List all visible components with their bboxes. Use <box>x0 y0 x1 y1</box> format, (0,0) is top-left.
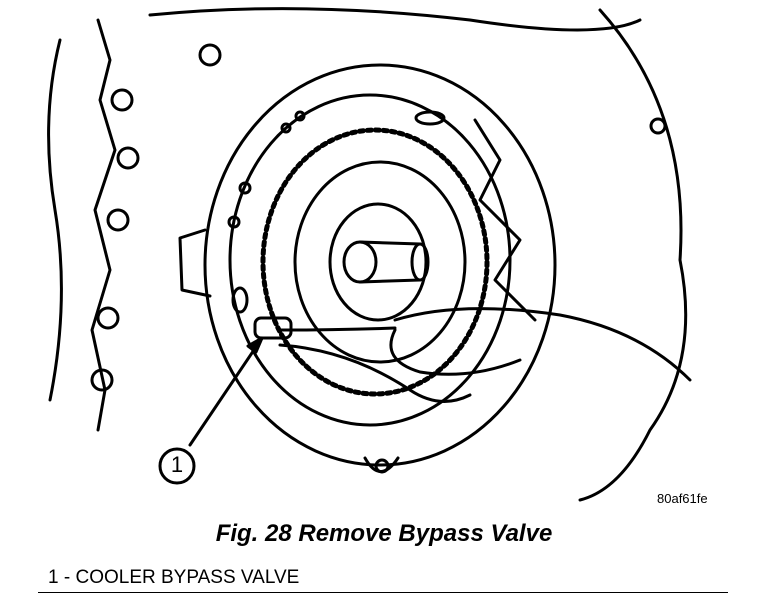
housing-flange-left-inner <box>47 38 63 402</box>
bolt-hole <box>106 208 130 232</box>
pump-body-inner <box>228 93 512 427</box>
bolt-hole <box>90 368 114 392</box>
rotor <box>293 160 467 364</box>
input-shaft <box>358 240 422 284</box>
pump-body-outer <box>203 63 557 467</box>
housing-outline-right <box>578 8 688 502</box>
callout-arrow-line <box>188 336 264 447</box>
legend-separator: - <box>63 567 71 588</box>
bolt-hole <box>198 43 222 67</box>
lug-hole <box>374 458 390 474</box>
input-shaft-tip <box>410 242 430 282</box>
bolt-hole <box>649 117 667 135</box>
hand <box>389 307 692 382</box>
pliers <box>278 326 472 403</box>
body-hole <box>294 110 306 122</box>
body-hole <box>238 181 252 195</box>
input-shaft-end <box>342 240 378 284</box>
housing-flange-left <box>90 18 117 432</box>
bolt-hole <box>116 146 140 170</box>
housing-outline-top <box>148 7 642 32</box>
callout-arrowhead <box>246 336 264 354</box>
callout-number: 1 <box>170 452 184 477</box>
legend-number: 1 <box>48 567 59 588</box>
bypass-valve <box>253 316 293 340</box>
ring-gear <box>260 127 490 397</box>
callout-circle <box>158 447 196 485</box>
bolt-hole <box>96 306 120 330</box>
image-code: 80af61fe <box>657 491 708 506</box>
legend-item: 1 - COOLER BYPASS VALVE <box>48 567 299 589</box>
body-slot <box>231 286 249 314</box>
body-hole <box>280 122 292 134</box>
legend-rule <box>38 592 728 593</box>
body-hole <box>227 215 241 229</box>
legend-text: COOLER BYPASS VALVE <box>75 567 300 588</box>
internal-vanes <box>473 118 537 322</box>
pump-tab-left <box>178 228 212 298</box>
body-slot <box>414 110 446 126</box>
bolt-hole <box>110 88 134 112</box>
rotor-hub <box>328 202 428 322</box>
figure-caption: Fig. 28 Remove Bypass Valve <box>215 520 553 547</box>
